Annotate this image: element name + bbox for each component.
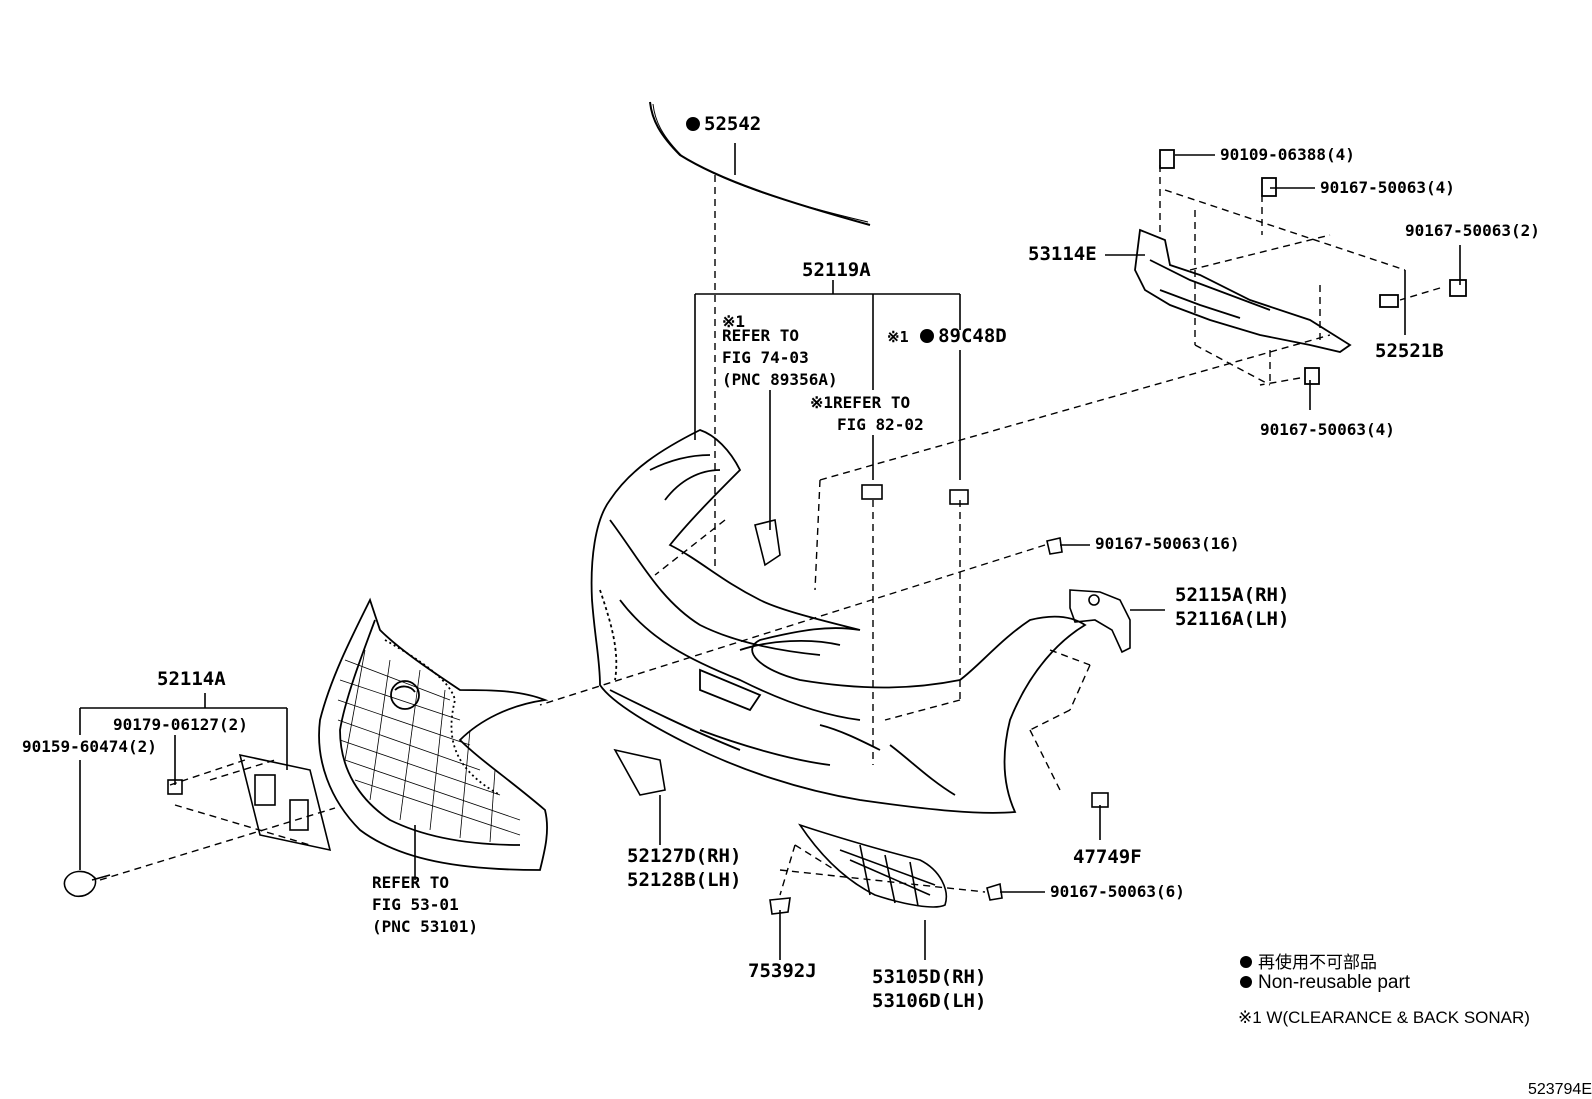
legend-footnote: ※1 W(CLEARANCE & BACK SONAR) [1238,1008,1530,1027]
callout-52114A: 52114A [157,668,226,690]
grille-mesh [337,649,521,843]
ref-fig-82-02-line1: ※1REFER TO [810,393,911,412]
callout-75392J: 75392J [748,960,817,982]
ref-fig-82-02-line2: FIG 82-02 [837,415,924,434]
plate-bracket [63,753,332,898]
callout-53106D: 53106D(LH) [872,990,987,1012]
ref-fig-74-03-line1: REFER TO [722,326,800,345]
non-reusable-icon [1240,976,1252,988]
dashed-lines [99,165,1441,896]
ref-fig-53-01-line2: FIG 53-01 [372,895,459,914]
ref-fig-53-01-line3: (PNC 53101) [372,917,478,936]
ref-fig-74-03-line2: FIG 74-03 [722,348,809,367]
callout-52116A: 52116A(LH) [1175,608,1290,630]
footnote-mark: ※1 [887,328,909,346]
bumper-cover [590,429,1087,814]
callout-90167-50063-2: 90167-50063(2) [1405,221,1540,240]
callout-47749F: 47749F [1073,846,1142,868]
callout-90109-06388: 90109-06388(4) [1220,145,1355,164]
callout-52521B: 52521B [1375,340,1444,362]
part-number: 89C48D [938,325,1007,347]
legend-jp: 再使用不可部品 [1240,948,1377,973]
grille [318,597,549,871]
reinforcement [1134,149,1467,385]
ref-fig-74-03-line3: (PNC 89356A) [722,370,838,389]
callout-89C48D: ※1 89C48D [887,325,1007,348]
callout-52542: 52542 [686,113,761,135]
legend-en-text: Non-reusable part [1258,972,1411,993]
lamp-cover [798,823,947,908]
callout-90159-60474: 90159-60474(2) [22,737,157,756]
legend-en: Non-reusable part [1240,972,1410,994]
side-bracket [1069,589,1131,654]
diagram-id: 523794E [1528,1081,1592,1098]
non-reusable-icon [686,117,700,131]
callout-52127D: 52127D(RH) [627,845,742,867]
ref-fig-74-03-mark: ※1 [722,312,746,331]
callout-52119A: 52119A [802,259,871,281]
leader-lines [79,143,1461,960]
ref-fig-53-01-line1: REFER TO [372,873,450,892]
callout-90167-50063-4b: 90167-50063(4) [1260,420,1395,439]
callout-53114E: 53114E [1028,243,1097,265]
callout-90179-06127: 90179-06127(2) [113,715,248,734]
callout-52115A: 52115A(RH) [1175,584,1290,606]
clips [613,484,1109,915]
part-number: 52542 [704,113,762,135]
non-reusable-icon [1240,956,1252,968]
legend-jp-text: 再使用不可部品 [1258,953,1377,972]
callout-90167-50063-4a: 90167-50063(4) [1320,178,1455,197]
callout-52128B: 52128B(LH) [627,869,742,891]
non-reusable-icon [920,329,935,343]
callout-90167-50063-16: 90167-50063(16) [1095,534,1240,553]
callout-53105D: 53105D(RH) [872,966,987,988]
callout-90167-50063-6: 90167-50063(6) [1050,882,1185,901]
